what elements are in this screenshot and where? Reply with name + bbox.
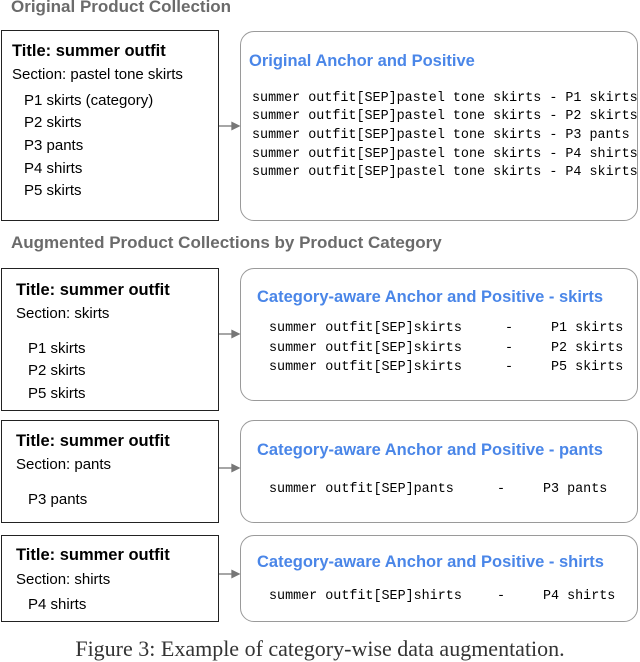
pair-separator: - <box>505 341 514 356</box>
figure-caption: Figure 3: Example of category-wise data … <box>75 636 565 661</box>
product-item: P2 skirts <box>28 362 86 379</box>
original-collection-box: Title: summer outfit Section: pastel ton… <box>1 30 219 221</box>
pair-anchor: summer outfit[SEP]pants <box>269 482 454 497</box>
pair-separator: - <box>505 360 514 375</box>
collection-title: Title: summer outfit <box>16 546 170 564</box>
product-item: P5 skirts <box>24 182 82 199</box>
pairs-title: Category-aware Anchor and Positive - pan… <box>257 441 603 459</box>
pair-positive: P2 skirts <box>551 341 624 356</box>
pair-separator: - <box>497 589 506 604</box>
pair-line: summer outfit[SEP]pastel tone skirts - P… <box>252 91 638 106</box>
pair-separator: - <box>505 321 514 336</box>
shirts-collection-box: Title: summer outfit Section: shirts P4 … <box>1 535 219 622</box>
collection-section: Section: skirts <box>16 305 110 322</box>
original-pairs-box: Original Anchor and Positive summer outf… <box>240 31 638 221</box>
augmented-collections-heading: Augmented Product Collections by Product… <box>11 233 442 252</box>
product-item: P1 skirts <box>28 340 86 357</box>
collection-section: Section: pants <box>16 456 112 473</box>
product-item: P4 shirts <box>24 160 83 177</box>
original-collection-heading: Original Product Collection <box>11 0 232 16</box>
pair-positive: P3 pants <box>543 482 608 497</box>
pair-line: summer outfit[SEP]pastel tone skirts - P… <box>252 128 630 143</box>
pants-collection-box: Title: summer outfit Section: pants P3 p… <box>1 420 219 523</box>
pair-positive: P4 shirts <box>543 589 616 604</box>
collection-title: Title: summer outfit <box>16 432 170 450</box>
pants-pairs-box: Category-aware Anchor and Positive - pan… <box>240 420 638 523</box>
arrow-head-skirts <box>231 329 241 339</box>
product-item: P1 skirts (category) <box>24 92 154 109</box>
pair-line: summer outfit[SEP]pastel tone skirts - P… <box>252 147 638 162</box>
pair-positive: P1 skirts <box>551 321 624 336</box>
pair-positive: P5 skirts <box>551 360 624 375</box>
collection-section: Section: pastel tone skirts <box>12 66 183 83</box>
collection-section: Section: shirts <box>16 571 111 588</box>
pairs-title: Category-aware Anchor and Positive - ski… <box>257 288 603 306</box>
arrow-head-shirts <box>231 569 241 579</box>
collection-title: Title: summer outfit <box>12 42 166 60</box>
pair-separator: - <box>497 482 506 497</box>
pair-anchor: summer outfit[SEP]shirts <box>269 589 462 604</box>
arrow-head-original <box>231 121 241 131</box>
shirts-pairs-box: Category-aware Anchor and Positive - shi… <box>240 535 638 622</box>
pairs-title: Category-aware Anchor and Positive - shi… <box>257 553 604 571</box>
pair-line: summer outfit[SEP]pastel tone skirts - P… <box>252 165 638 180</box>
pairs-title: Original Anchor and Positive <box>249 52 475 70</box>
product-item: P2 skirts <box>24 114 82 131</box>
pair-line: summer outfit[SEP]pastel tone skirts - P… <box>252 109 638 124</box>
arrow-head-pants <box>231 463 241 473</box>
product-item: P5 skirts <box>28 385 86 402</box>
pair-anchor: summer outfit[SEP]skirts <box>269 341 462 356</box>
product-item: P3 pants <box>24 137 84 154</box>
skirts-collection-box: Title: summer outfit Section: skirts P1 … <box>1 268 219 411</box>
skirts-pairs-box: Category-aware Anchor and Positive - ski… <box>240 268 638 401</box>
product-item: P3 pants <box>28 491 88 508</box>
product-item: P4 shirts <box>28 596 87 613</box>
pair-anchor: summer outfit[SEP]skirts <box>269 360 462 375</box>
collection-title: Title: summer outfit <box>16 281 170 299</box>
pair-anchor: summer outfit[SEP]skirts <box>269 321 462 336</box>
